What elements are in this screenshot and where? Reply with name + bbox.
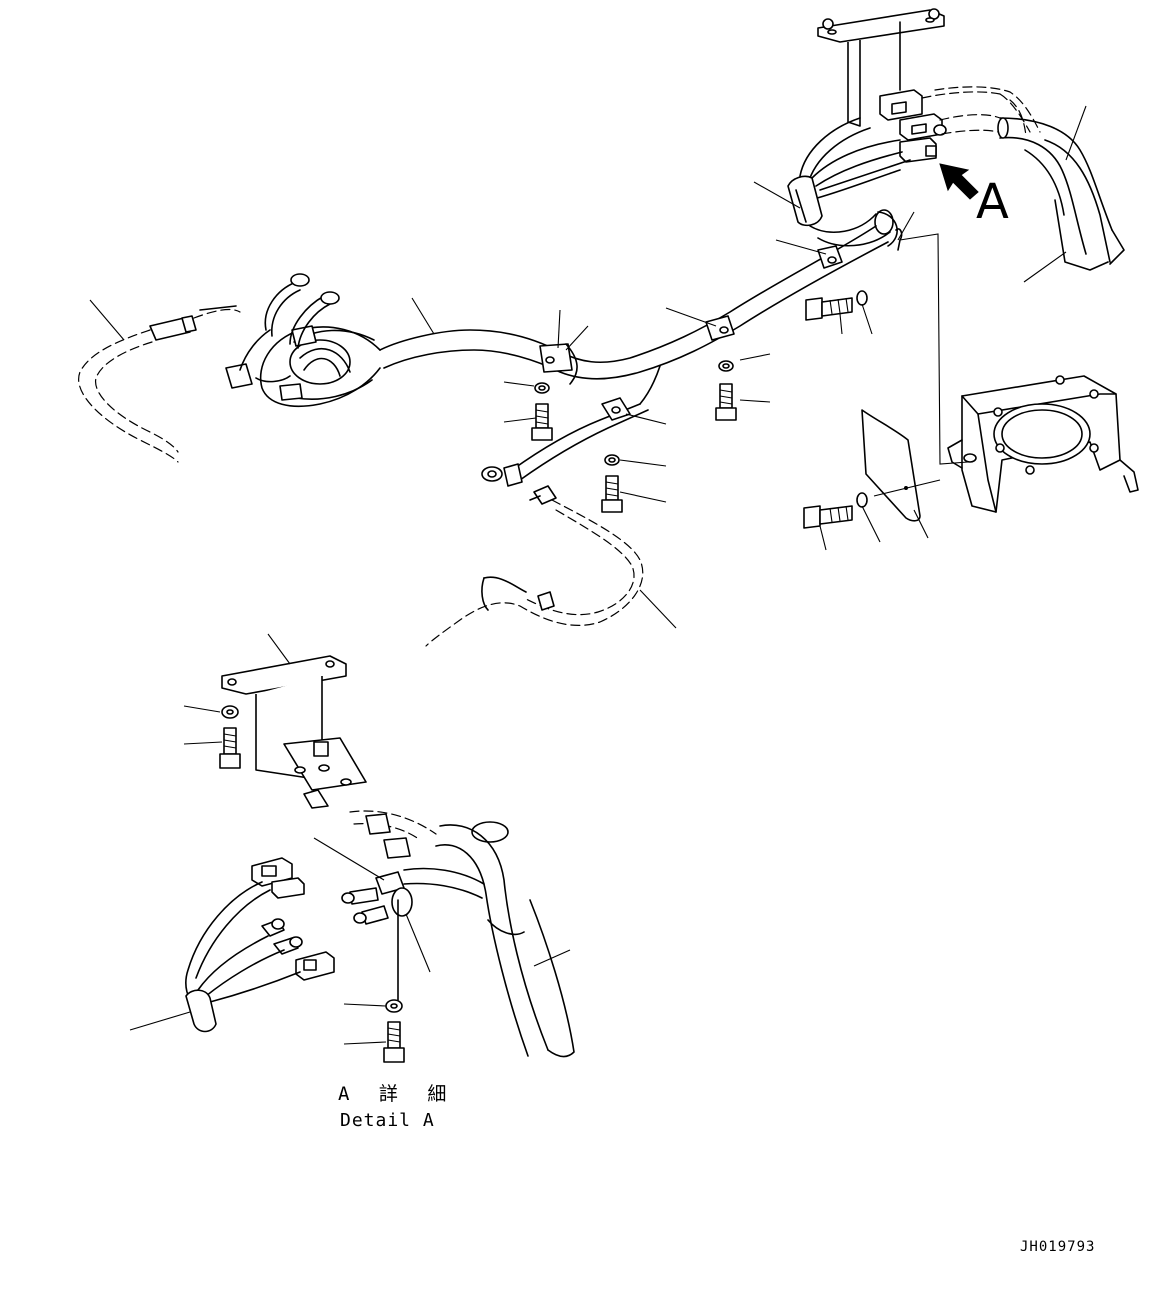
- hardware-main-view: [532, 291, 867, 528]
- view-letter-a: A: [976, 174, 1009, 230]
- main-harness-trunk: [380, 226, 888, 384]
- left-dashed-harness: [79, 306, 240, 462]
- detail-title-english: Detail A: [340, 1110, 435, 1131]
- top-bracket: [818, 9, 944, 126]
- lower-center-harness: [426, 486, 643, 646]
- top-connector-cluster: [880, 90, 1005, 162]
- detail-a-leader-lines: [130, 634, 570, 1044]
- projection-line: [874, 229, 968, 496]
- right-hoses: [935, 87, 1124, 270]
- view-arrow-icon: [940, 164, 978, 199]
- top-harness: [788, 118, 910, 246]
- detail-a-hardware: [220, 706, 404, 1062]
- detail-a-connectors: [186, 858, 334, 1032]
- cover-plate: [862, 410, 920, 521]
- left-connector-cluster: [226, 274, 380, 406]
- detail-a-bracket: [222, 656, 366, 808]
- engine-bracket: [948, 376, 1138, 512]
- leader-lines: [90, 106, 1086, 628]
- ground-strap: [482, 366, 660, 486]
- drawing-number: JH019793: [1020, 1239, 1096, 1255]
- detail-a-harness: [342, 811, 574, 1056]
- detail-title-japanese: A 詳 細: [338, 1083, 456, 1105]
